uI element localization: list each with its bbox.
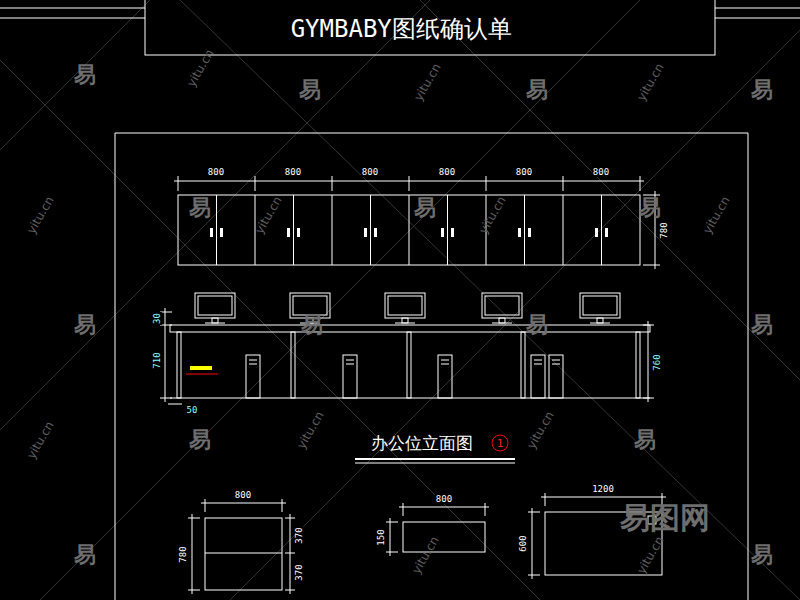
dimension-text: 370 (294, 526, 303, 544)
dimension-text: 370 (294, 563, 303, 581)
watermark: yitu.cn (295, 409, 326, 450)
view-caption: 办公位立面图 (371, 435, 473, 452)
watermark: 易 (74, 314, 96, 336)
watermark: 易 (189, 197, 211, 219)
desk (170, 325, 650, 398)
dimension-text: 800 (592, 168, 610, 177)
dimension-text: 600 (518, 534, 527, 552)
watermark: 易 (634, 429, 656, 451)
watermark: 易 (751, 79, 773, 101)
watermark: 易 (526, 79, 548, 101)
dimension-text: 760 (652, 353, 661, 371)
watermark: 易 (299, 79, 321, 101)
dimension-text: 710 (152, 351, 161, 369)
watermark: yitu.cn (477, 194, 508, 235)
watermark: 易 (414, 197, 436, 219)
watermark: yitu.cn (525, 409, 556, 450)
watermark: yitu.cn (412, 61, 443, 102)
watermark: 易 (189, 429, 211, 451)
watermark: 易 (74, 64, 96, 86)
dimension-text: 1200 (591, 485, 615, 494)
sheet-frame (115, 133, 748, 600)
dimension-text: 800 (207, 168, 225, 177)
watermark: yitu.cn (185, 47, 216, 88)
title-frame (0, 0, 800, 55)
bottom-cabinets (188, 493, 666, 594)
dimension-text: 800 (284, 168, 302, 177)
watermark: 易 (751, 544, 773, 566)
watermark: 易 (301, 314, 323, 336)
caption-underline (355, 459, 515, 463)
watermark: yitu.cn (410, 534, 441, 575)
watermark: 易 (74, 544, 96, 566)
dimension-lines (160, 176, 660, 404)
dimension-text: 800 (515, 168, 533, 177)
dimension-text: 800 (361, 168, 379, 177)
dimension-text: 800 (435, 495, 453, 504)
dimension-text: 800 (234, 491, 252, 500)
callout-circle (492, 435, 508, 451)
sheet-title: GYMBABY图纸确认单 (291, 17, 512, 41)
watermark: 易 (639, 197, 661, 219)
dimension-text: 780 (178, 545, 187, 563)
marker-bar (190, 366, 212, 370)
watermark: yitu.cn (635, 61, 666, 102)
watermark: 易图网 (620, 503, 710, 533)
wall-cabinets (178, 195, 640, 265)
computer-towers (246, 355, 563, 398)
dimension-text: 780 (659, 221, 668, 239)
watermark: 易 (751, 314, 773, 336)
watermark: yitu.cn (635, 534, 666, 575)
dimension-text: 50 (186, 406, 199, 415)
watermark: yitu.cn (701, 194, 732, 235)
watermark: yitu.cn (25, 194, 56, 235)
watermark: yitu.cn (253, 194, 284, 235)
dimension-text: 150 (376, 528, 385, 546)
callout-number: 1 (496, 438, 505, 449)
dimension-text: 30 (153, 312, 162, 325)
marker-line (186, 374, 218, 375)
watermark: yitu.cn (25, 419, 56, 460)
monitors (195, 293, 620, 323)
watermark: 易 (526, 314, 548, 336)
dimension-text: 800 (438, 168, 456, 177)
